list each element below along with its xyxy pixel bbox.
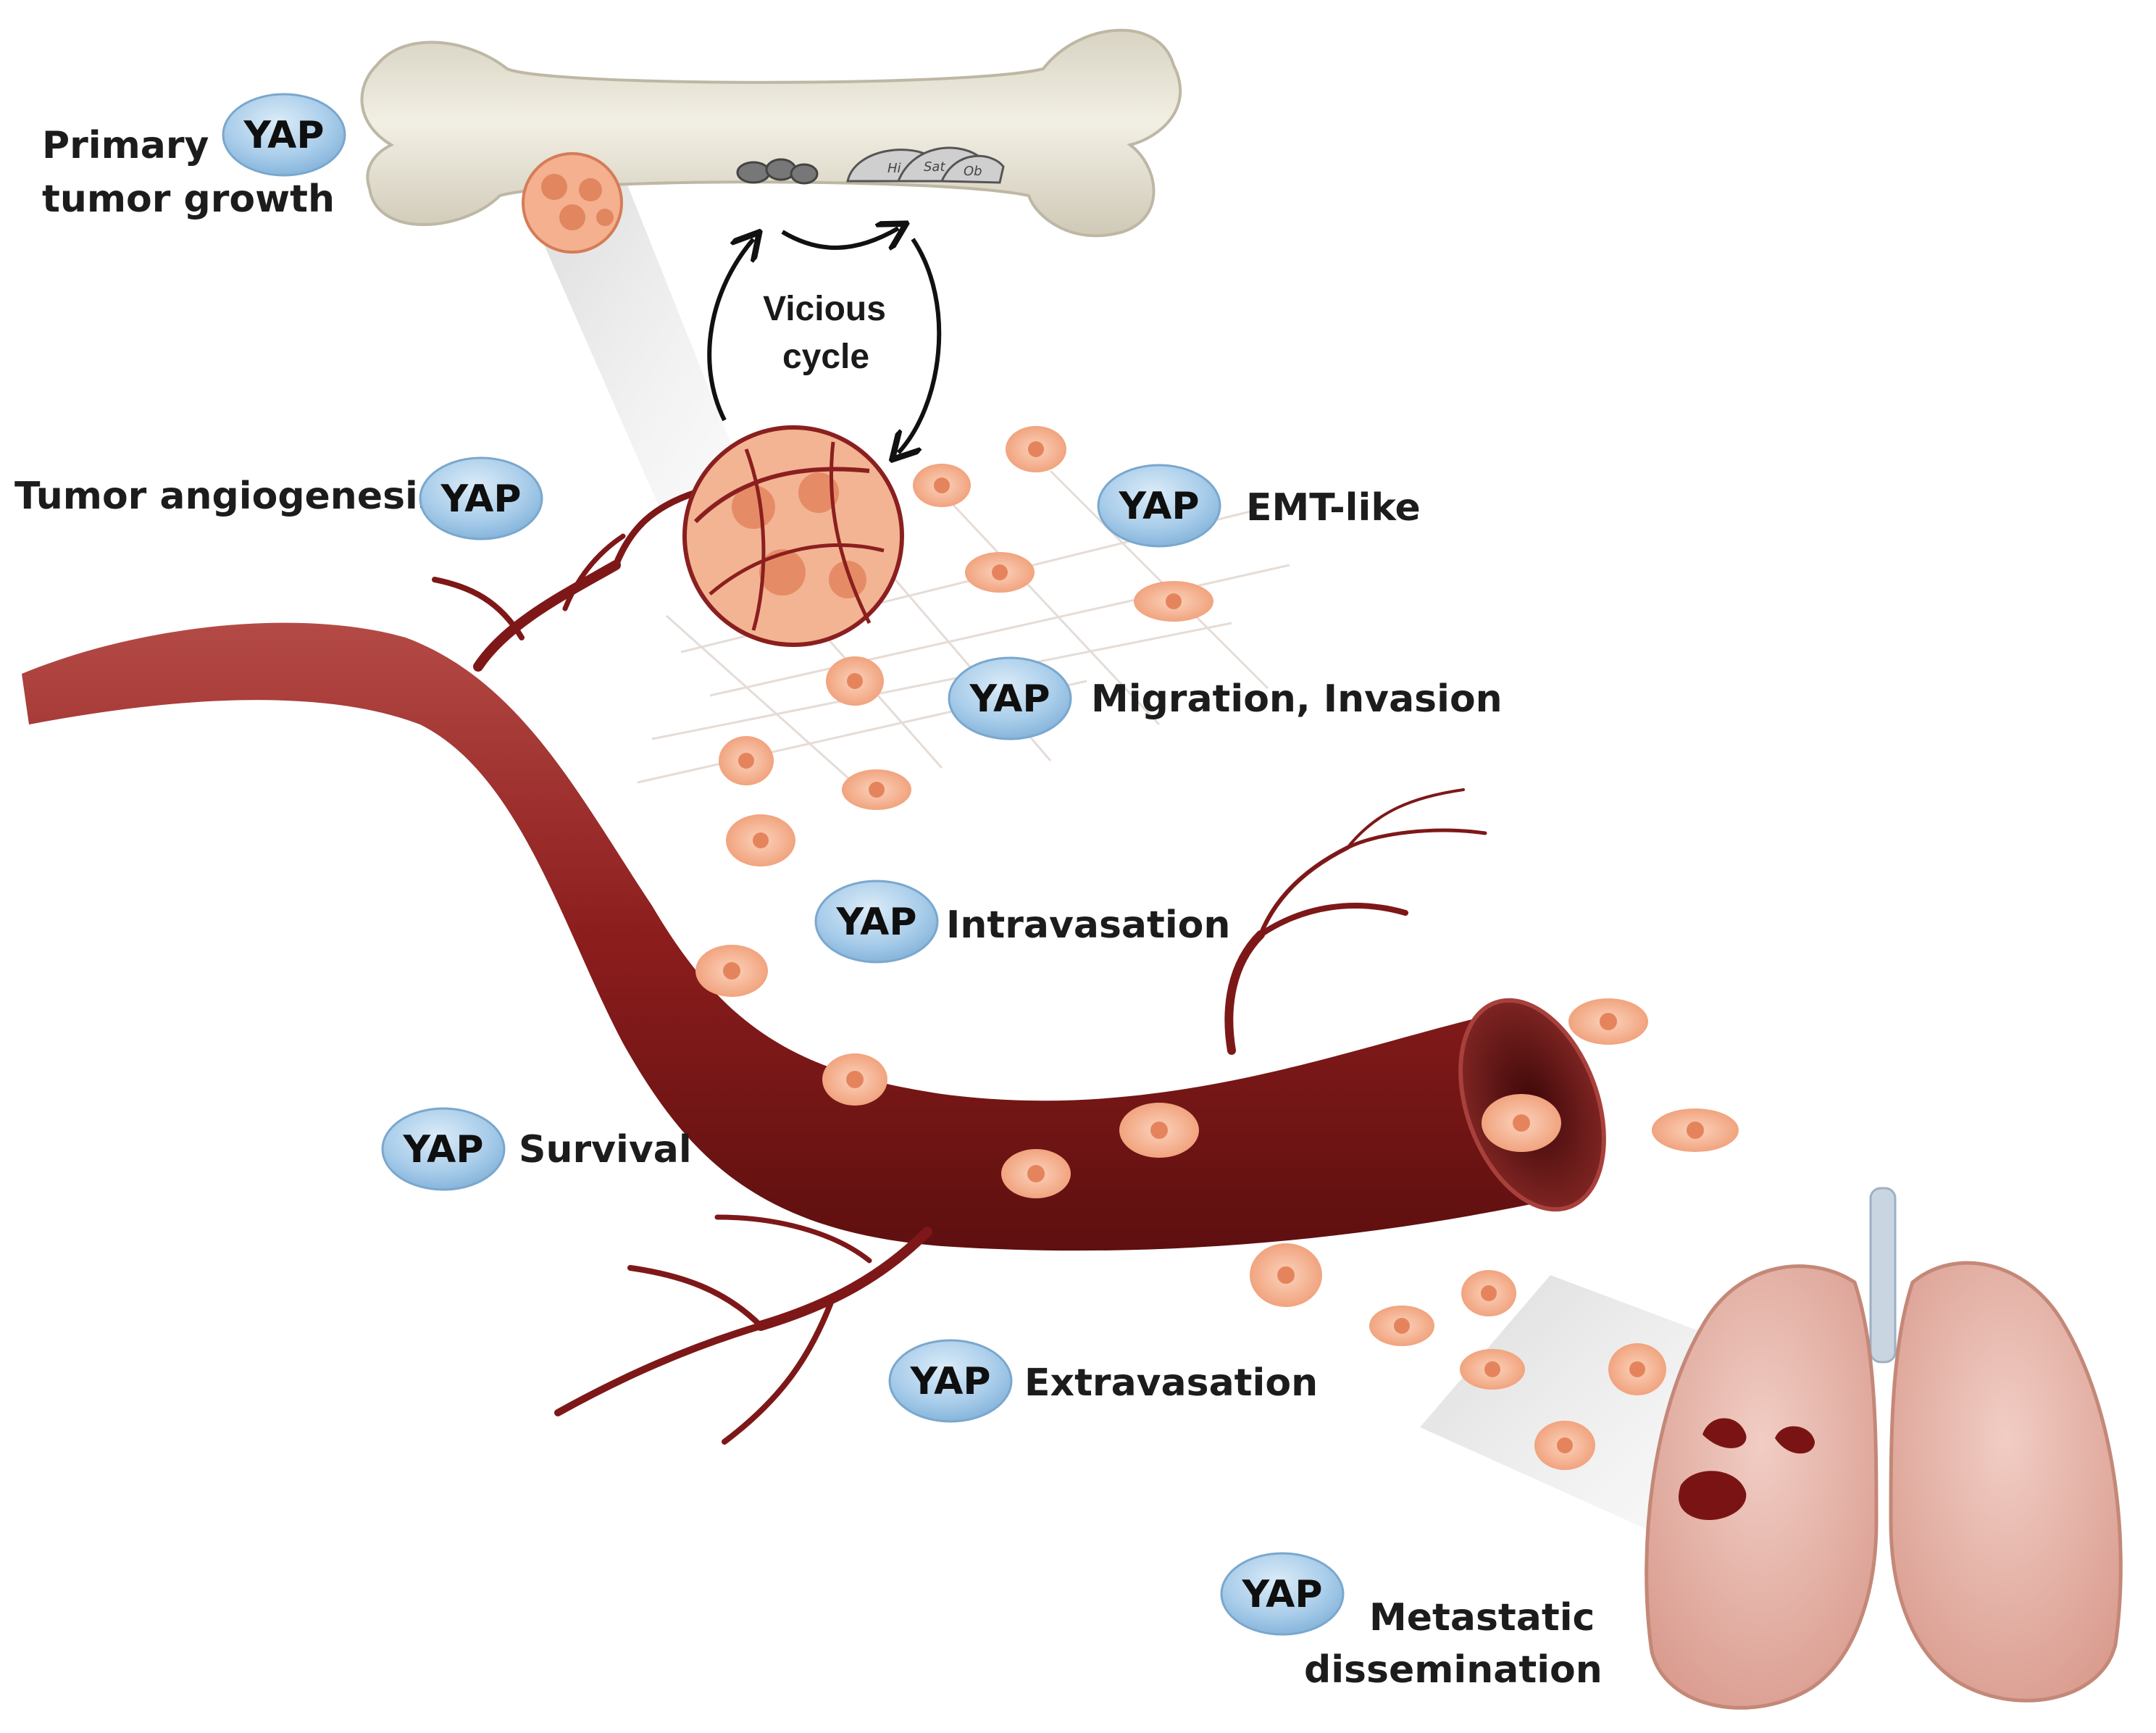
tumor-cell <box>1134 581 1213 622</box>
tumor-cell <box>1460 1349 1525 1390</box>
tumor-cell <box>1652 1108 1739 1152</box>
label-primary-tumor-growth-1: Primary <box>42 124 209 167</box>
lungs <box>1645 1187 2123 1710</box>
label-metastatic-2: dissemination <box>1304 1648 1603 1692</box>
circulating-tumor-cells <box>695 945 1561 1198</box>
yap-pill-metastatic: YAP <box>1220 1552 1345 1636</box>
label-migration-invasion: Migration, Invasion <box>1091 677 1503 721</box>
osteoclast-cells <box>736 158 819 185</box>
tumor-cell <box>695 945 768 997</box>
disseminating-tumor-cells <box>1250 998 1739 1470</box>
yap-pill-intravasation: YAP <box>814 880 939 964</box>
osteoblast-cells <box>846 146 1005 184</box>
tumor-cell <box>822 1053 887 1106</box>
tumor-cell <box>1119 1103 1199 1158</box>
migrating-tumor-cells <box>719 426 1213 866</box>
svg-text:YAP: YAP <box>1118 485 1199 528</box>
tumor-cell <box>1568 998 1648 1045</box>
label-primary-tumor-growth-2: tumor growth <box>42 178 335 221</box>
svg-text:YAP: YAP <box>243 114 324 157</box>
tumor-cell <box>719 736 774 785</box>
tumor-cell <box>913 464 971 507</box>
vessel-branches <box>432 489 1487 1445</box>
metastatic-lesion <box>1702 1418 1747 1448</box>
svg-text:YAP: YAP <box>402 1128 483 1172</box>
vicious-cycle-label-2: cycle <box>782 338 869 376</box>
bone: Hi Sat Ob <box>360 28 1182 238</box>
trachea <box>1869 1187 1897 1364</box>
svg-text:YAP: YAP <box>440 477 521 521</box>
tumor-cell <box>1482 1094 1561 1152</box>
tumor-cell <box>726 814 795 866</box>
label-tumor-angiogenesis: Tumor angiogenesis <box>14 475 440 518</box>
yap-pill-migration: YAP <box>948 656 1072 740</box>
tumor-cell <box>1369 1306 1434 1346</box>
label-extravasation: Extravasation <box>1024 1361 1318 1405</box>
tumor-cell <box>1461 1270 1516 1316</box>
svg-text:YAP: YAP <box>1241 1573 1322 1616</box>
yap-pill-survival: YAP <box>381 1107 506 1191</box>
metastatic-lesion <box>1775 1426 1815 1454</box>
vascularized-tumor <box>682 425 904 647</box>
bone-to-tumor-beam <box>529 174 739 507</box>
tumor-cell <box>1001 1149 1071 1198</box>
vicious-cycle-arrows <box>707 228 942 453</box>
yap-pill-angiogenesis: YAP <box>419 456 543 540</box>
left-lung <box>1645 1264 1879 1710</box>
tumor-cell <box>842 769 911 810</box>
label-metastatic-1: Metastatic <box>1369 1596 1595 1640</box>
vicious-cycle-label-1: Vicious <box>763 290 886 328</box>
svg-text:YAP: YAP <box>969 677 1050 721</box>
bone-glyph-b: Sat <box>924 159 945 175</box>
label-intravasation: Intravasation <box>946 903 1230 947</box>
label-emt-like: EMT-like <box>1246 486 1421 530</box>
svg-text:YAP: YAP <box>909 1360 990 1403</box>
bone-glyph-a: Hi <box>887 161 901 176</box>
tumor-cell <box>1006 426 1066 472</box>
label-survival: Survival <box>519 1128 692 1172</box>
tumor-cell <box>965 552 1035 593</box>
yap-pill-emt: YAP <box>1097 464 1221 548</box>
tumor-cell <box>826 656 884 706</box>
yap-pill-extravasation: YAP <box>888 1339 1013 1423</box>
yap-pill-primary: YAP <box>222 93 346 177</box>
tumor-cell <box>1250 1243 1322 1307</box>
tumor-cell <box>1608 1343 1666 1395</box>
metastatic-lesion <box>1679 1471 1747 1521</box>
tumor-cell <box>1534 1421 1595 1470</box>
primary-tumor-on-bone <box>522 152 623 254</box>
svg-text:YAP: YAP <box>835 901 916 944</box>
right-lung <box>1889 1261 2123 1703</box>
bone-glyph-c: Ob <box>964 164 982 179</box>
